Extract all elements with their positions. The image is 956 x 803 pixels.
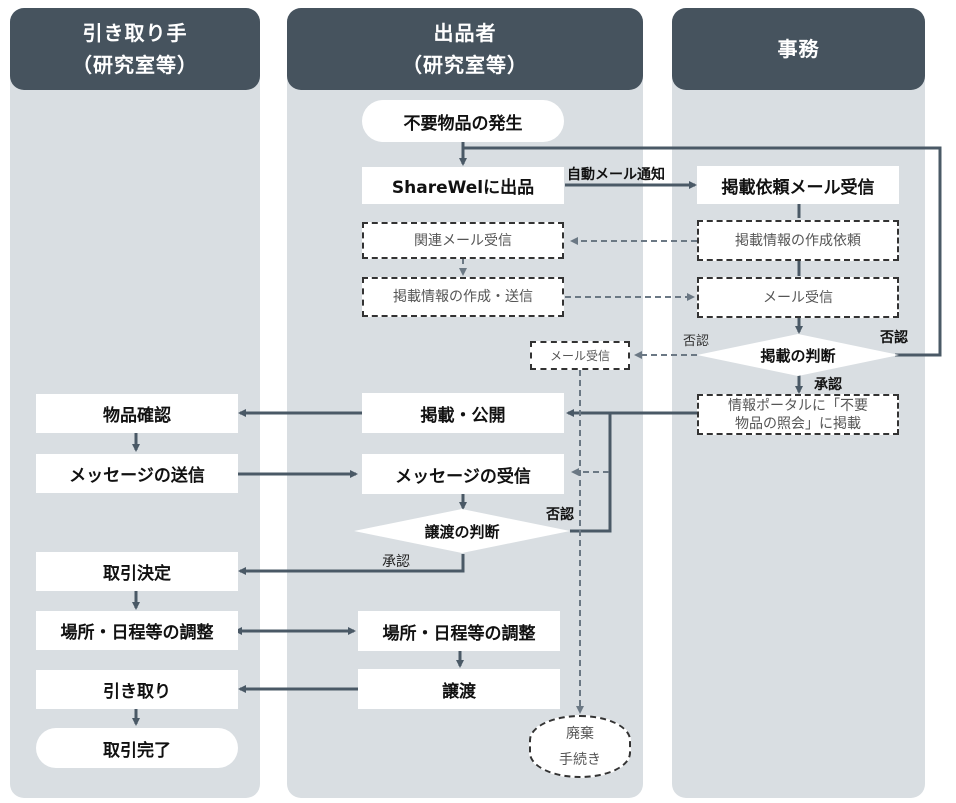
step-create-info: 掲載情報の作成・送信 <box>362 277 564 317</box>
step-info-request: 掲載情報の作成依頼 <box>697 220 899 261</box>
label-approve-office: 承認 <box>814 377 842 393</box>
decision-diamond-office <box>697 334 899 376</box>
lane-header-seller: 出品者 （研究室等） <box>287 8 643 90</box>
step-listing: ShareWelに出品 <box>362 167 564 204</box>
disposal-line1: 廃棄 <box>566 725 594 742</box>
step-request-mail: 掲載依頼メール受信 <box>697 166 899 204</box>
lane-title: 引き取り手 <box>82 21 188 45</box>
step-mail-recv-office: メール受信 <box>697 277 899 318</box>
step-pickup: 引き取り <box>36 670 238 709</box>
portal-line2: 物品の照会」に掲載 <box>735 415 861 432</box>
decision-diamond-transfer <box>354 509 570 553</box>
label-auto-mail: 自動メール通知 <box>567 167 665 183</box>
step-msg-recv: メッセージの受信 <box>362 454 564 494</box>
label-reject-transfer: 否認 <box>546 507 574 523</box>
lane-header-receiver: 引き取り手 （研究室等） <box>10 8 260 90</box>
lane-title: 出品者 <box>433 21 497 45</box>
lane-title: 事務 <box>777 37 820 61</box>
step-adjust-seller: 場所・日程等の調整 <box>358 611 560 651</box>
step-related-mail: 関連メール受信 <box>362 222 564 259</box>
step-publish-decision: 掲載の判断 <box>760 346 836 365</box>
step-check: 物品確認 <box>36 394 238 433</box>
step-portal-listing: 情報ポータルに「不要 物品の照会」に掲載 <box>697 394 899 435</box>
label-reject-right: 否認 <box>880 330 908 346</box>
step-publish: 掲載・公開 <box>362 393 564 433</box>
step-complete: 取引完了 <box>36 728 238 768</box>
step-disposal: 廃棄 手続き <box>529 715 631 778</box>
portal-line1: 情報ポータルに「不要 <box>728 397 868 414</box>
step-transfer-decision: 譲渡の判断 <box>424 522 500 541</box>
label-approve-transfer: 承認 <box>382 554 410 570</box>
step-start: 不要物品の発生 <box>362 100 564 142</box>
disposal-line2: 手続き <box>559 751 601 768</box>
lane-subtitle: （研究室等） <box>72 53 198 77</box>
step-decide: 取引決定 <box>36 552 238 591</box>
step-send-msg: メッセージの送信 <box>36 454 238 493</box>
step-adjust-receiver: 場所・日程等の調整 <box>36 611 238 650</box>
step-mail-recv-small: メール受信 <box>530 341 630 370</box>
label-reject-left: 否認 <box>683 334 710 349</box>
lane-subtitle: （研究室等） <box>402 53 528 77</box>
lane-header-office: 事務 <box>672 8 925 90</box>
step-transfer: 譲渡 <box>358 669 560 709</box>
